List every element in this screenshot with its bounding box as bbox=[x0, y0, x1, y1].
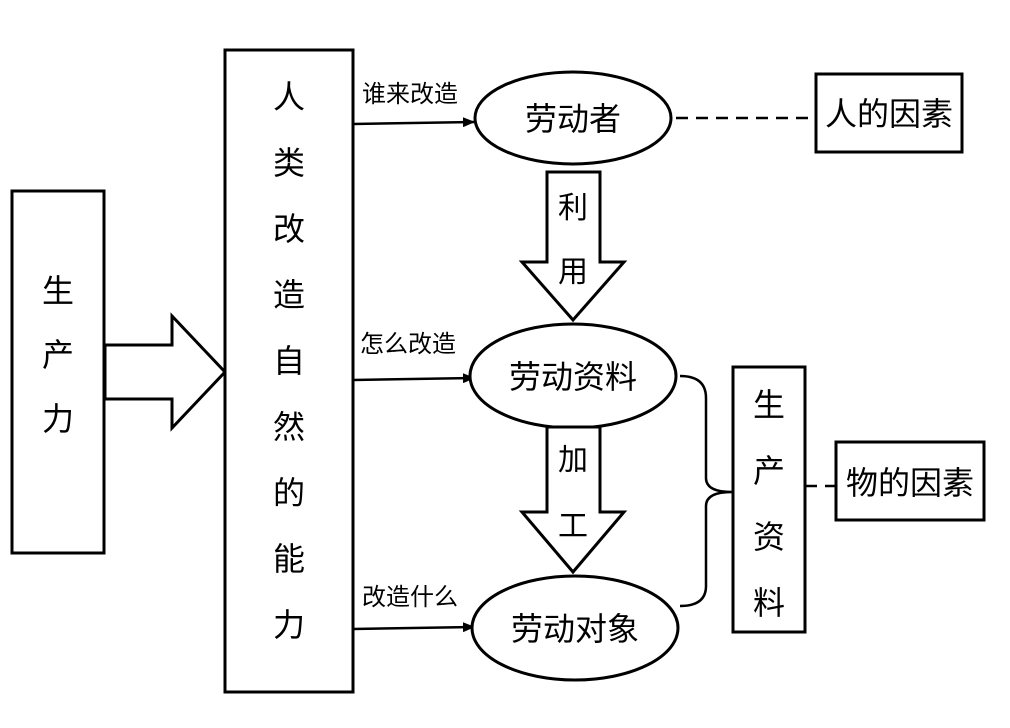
ability-char-3: 改 bbox=[273, 210, 305, 248]
question-who-label: 谁来改造 bbox=[362, 80, 458, 108]
human-factor-box bbox=[814, 72, 964, 154]
means-of-production-char-2: 产 bbox=[753, 452, 785, 490]
ability-char-1: 人 bbox=[273, 78, 305, 116]
what-arrow bbox=[352, 622, 475, 633]
means-label: 劳动资料 bbox=[509, 358, 637, 396]
use-char-2: 用 bbox=[558, 255, 588, 290]
process-char-1: 加 bbox=[558, 443, 588, 478]
ability-char-4: 造 bbox=[273, 276, 305, 314]
productivity-char-3: 力 bbox=[42, 400, 74, 438]
object-label: 劳动对象 bbox=[511, 610, 639, 648]
ability-label: 人 类 改 造 自 然 的 能 力 bbox=[273, 78, 305, 644]
productivity-char-1: 生 bbox=[42, 272, 74, 310]
means-of-production-bracket bbox=[679, 374, 733, 608]
productivity-label: 生 产 力 bbox=[42, 272, 74, 438]
means-of-production-char-4: 料 bbox=[753, 584, 785, 622]
process-char-2: 工 bbox=[558, 509, 588, 544]
ability-char-8: 能 bbox=[273, 540, 305, 578]
ability-char-9: 力 bbox=[273, 606, 305, 644]
object-ellipse bbox=[470, 574, 680, 682]
human-factor-label: 人的因素 bbox=[825, 95, 953, 133]
means-of-production-char-1: 生 bbox=[753, 386, 785, 424]
productivity-box bbox=[10, 189, 106, 555]
who-arrow bbox=[352, 117, 475, 128]
question-what-label: 改造什么 bbox=[362, 583, 458, 611]
how-arrow bbox=[352, 373, 475, 384]
productivity-char-2: 产 bbox=[42, 336, 74, 374]
ability-char-2: 类 bbox=[273, 144, 305, 182]
means-of-production-label: 生 产 资 料 bbox=[753, 386, 785, 622]
question-how-label: 怎么改造 bbox=[360, 330, 456, 358]
laborer-ellipse bbox=[473, 70, 673, 166]
ability-char-6: 然 bbox=[273, 408, 305, 446]
productivity-to-ability-arrow bbox=[103, 312, 228, 432]
use-arrow bbox=[518, 170, 628, 323]
ability-char-7: 的 bbox=[273, 474, 305, 512]
material-factor-label: 物的因素 bbox=[846, 464, 974, 502]
ability-char-5: 自 bbox=[273, 342, 305, 380]
material-factor-box bbox=[834, 440, 986, 522]
use-char-1: 利 bbox=[558, 191, 588, 226]
means-of-production-char-3: 资 bbox=[753, 518, 785, 556]
means-of-production-box bbox=[731, 365, 807, 634]
process-arrow bbox=[518, 425, 628, 575]
ability-box bbox=[223, 48, 355, 694]
laborer-label: 劳动者 bbox=[525, 100, 621, 138]
